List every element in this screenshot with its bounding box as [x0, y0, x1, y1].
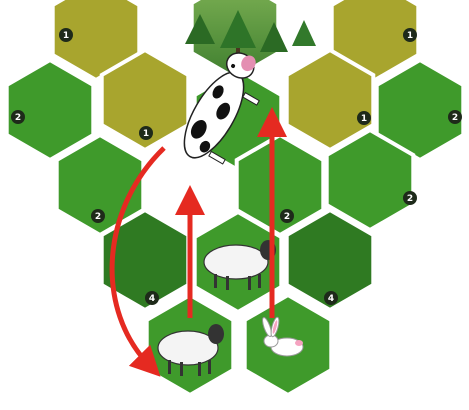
tile-badge-number: 2 — [452, 113, 458, 123]
tile-badge-number: 1 — [143, 129, 149, 139]
tile-badge-number: 1 — [407, 31, 413, 41]
tile-badge-number: 1 — [63, 31, 69, 41]
tile-badge-number: 4 — [149, 294, 155, 304]
tile-badge-number: 1 — [361, 114, 367, 124]
tile-badge-number: 2 — [95, 212, 101, 222]
tile-badge-number: 2 — [284, 212, 290, 222]
tile-badge-number: 2 — [15, 113, 21, 123]
tile-badge-number: 4 — [328, 294, 334, 304]
tile-badge-number: 2 — [407, 194, 413, 204]
